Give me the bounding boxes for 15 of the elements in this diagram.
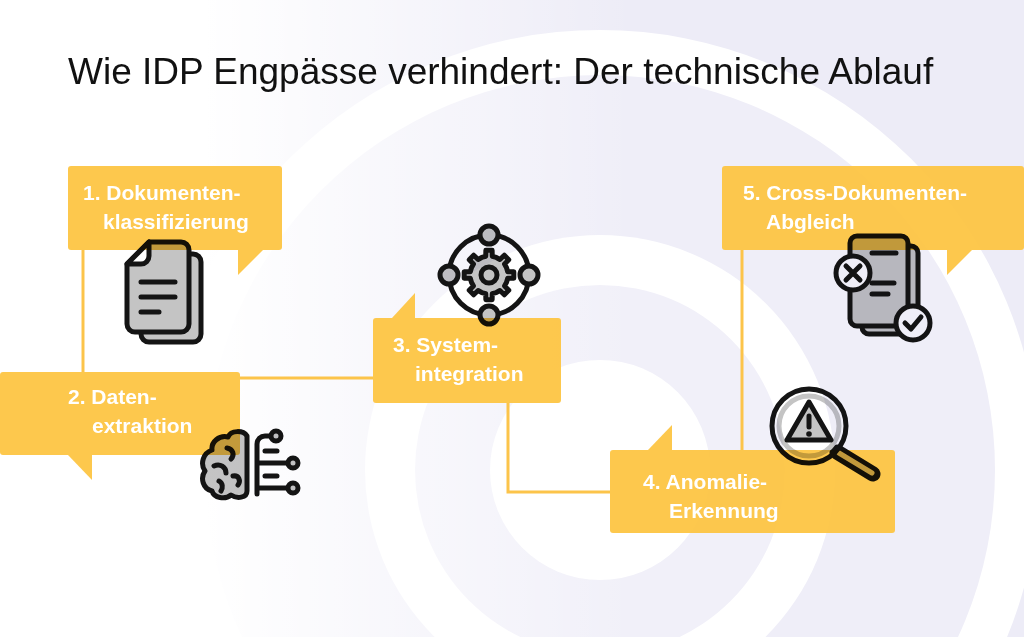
step-label: 4. Anomalie- Erkennung: [643, 469, 780, 524]
callout-box: [0, 372, 240, 455]
connector-line: [506, 403, 610, 494]
callout-box: [68, 166, 282, 250]
step-label: 5. Cross-Dokumenten- Abgleich: [743, 180, 969, 235]
callout-box: [373, 318, 561, 403]
step-label: 1. Dokumenten- klassifizierung: [83, 180, 250, 235]
callout-box: [610, 450, 895, 533]
title: Wie IDP Engpässe verhindert: Der technische Ablauf: [68, 50, 934, 94]
connector-line: [740, 250, 744, 450]
callout-box: [722, 166, 1024, 250]
step-label: 3. System- integration: [393, 332, 525, 387]
connector-line: [81, 250, 85, 372]
step-label: 2. Daten- extraktion: [68, 384, 194, 439]
connector-line: [240, 376, 373, 380]
